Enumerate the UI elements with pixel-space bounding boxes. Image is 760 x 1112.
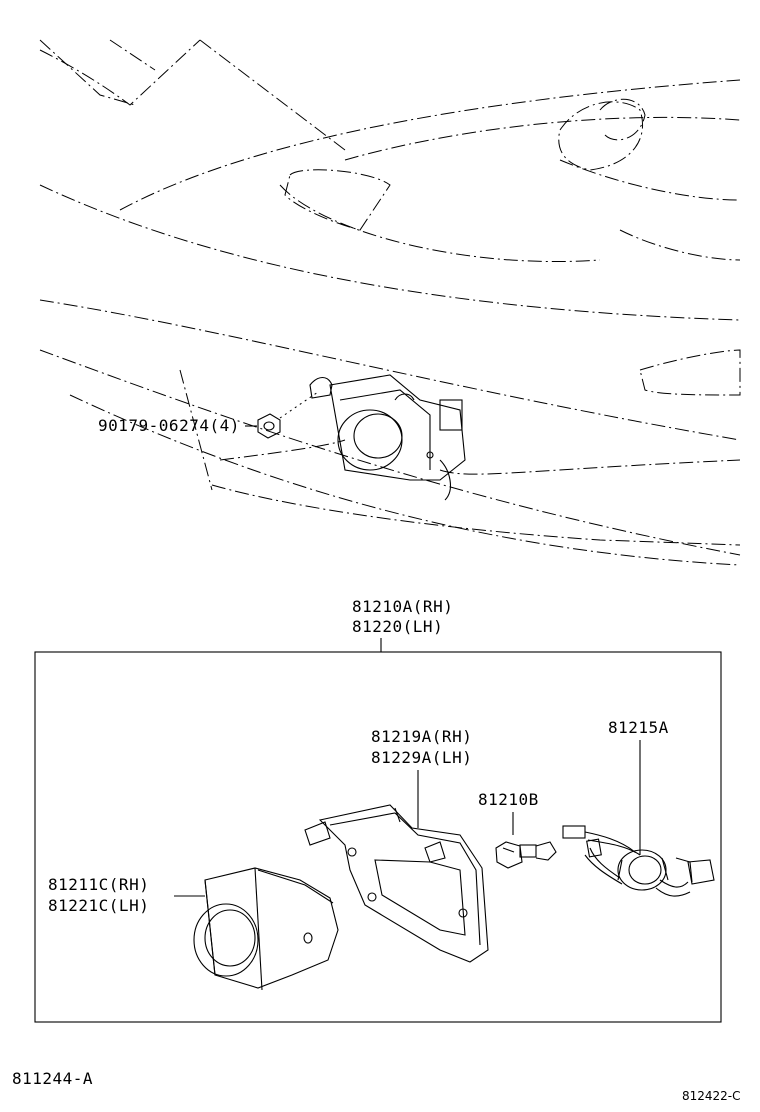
page-code: 812422-C	[682, 1089, 741, 1103]
fog-lamp-bracket	[304, 804, 489, 963]
clip-part-number: 90179-06274(4)	[98, 416, 240, 435]
vehicle-body-outline	[39, 39, 741, 566]
exploded-view-frame	[34, 651, 722, 1023]
installed-fog-lamp	[309, 374, 466, 501]
clip-fastener	[245, 391, 319, 439]
fog-lamp-lens-unit	[193, 867, 339, 991]
bracket-rh-part-number: 81219A(RH)	[371, 727, 472, 746]
lens-rh-part-number: 81211C(RH)	[48, 875, 149, 894]
socket-part-number: 81215A	[608, 718, 669, 737]
bracket-lh-part-number: 81229A(LH)	[371, 748, 472, 767]
bulb-part-number: 81210B	[478, 790, 539, 809]
fog-lamp-socket-harness	[562, 825, 715, 897]
lens-lh-part-number: 81221C(LH)	[48, 896, 149, 915]
assembly-lh-part-number: 81220(LH)	[352, 617, 443, 636]
fog-lamp-bulb	[495, 841, 557, 869]
assembly-rh-part-number: 81210A(RH)	[352, 597, 453, 616]
figure-code: 811244-A	[12, 1069, 93, 1088]
